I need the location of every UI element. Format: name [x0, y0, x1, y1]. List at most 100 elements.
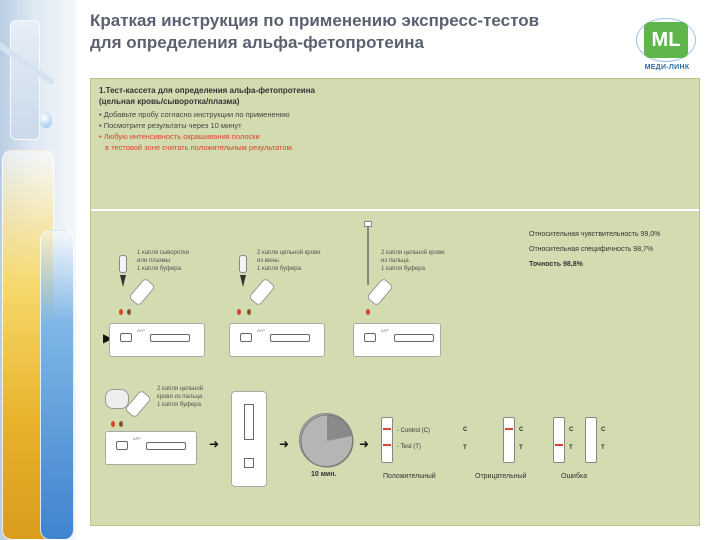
logo-mark: ML: [644, 22, 688, 58]
label-c: C: [569, 427, 574, 433]
cassette-label: AFP: [133, 436, 141, 441]
dropper-icon: [239, 255, 247, 273]
result-positive: Положительный: [383, 473, 436, 480]
sample-drop-icon: [366, 309, 370, 315]
logo-arc: [636, 18, 696, 62]
step4-line-3: 1 капля буфера: [157, 402, 201, 408]
buffer-drop-icon: [247, 309, 251, 315]
buffer-bottle-icon: [366, 277, 394, 307]
blue-flask-image: [40, 230, 74, 540]
label-t: T: [463, 445, 467, 451]
sample-well: [120, 333, 132, 342]
bullet-positive-rule: • Любую интенсивность окрашивания полоск…: [99, 132, 260, 141]
step2-line-1: 2 капли цельной крови: [257, 250, 321, 256]
control-line: [383, 428, 391, 430]
instruction-panel: 1.Тест-кассета для определения альфа-фет…: [90, 78, 700, 526]
test-cassette: AFP: [353, 323, 441, 357]
label-t: T: [569, 445, 573, 451]
vertical-result-window: [244, 404, 254, 440]
step4-line-1: 2 капли цельной: [157, 386, 204, 392]
step1-line-2: или плазмы: [137, 258, 171, 264]
section-title-line-2: (цельная кровь/сыворотка/плазма): [99, 97, 240, 106]
section-title: 1.Тест-кассета для определения альфа-фет…: [99, 85, 315, 107]
buffer-bottle-icon: [128, 277, 156, 307]
finger-icon: [105, 389, 129, 409]
legend-control: - Control (C): [397, 428, 431, 434]
title-line-1: Краткая инструкция по применению экспрес…: [90, 11, 540, 30]
step1-line-1: 1 капля сыворотки: [137, 250, 189, 256]
dropper-tip-icon: [120, 275, 126, 287]
step4-line-2: крови из пальца: [157, 394, 203, 400]
negative-strip: [503, 417, 515, 463]
result-window: [146, 442, 186, 450]
step2-line-2: из вены: [257, 258, 279, 264]
bullet-positive-rule-cont: в тестовой зоне считать положительным ре…: [105, 143, 294, 152]
cassette-label: AFP: [381, 328, 389, 333]
lab-background-image: [0, 0, 76, 540]
step3-line-2: из пальца: [381, 258, 409, 264]
buffer-bottle-icon: [248, 277, 276, 307]
page-title: Краткая инструкция по применению экспрес…: [90, 10, 610, 54]
vertical-cassette: [231, 391, 267, 487]
instruction-text-area: 1.Тест-кассета для определения альфа-фет…: [91, 79, 699, 211]
result-error: Ошибка: [561, 473, 588, 480]
dropper-tip-icon: [240, 275, 246, 287]
vertical-sample-well: [244, 458, 254, 468]
result-window: [150, 334, 190, 342]
result-window: [394, 334, 434, 342]
step3-instructions: 2 капли цельной крови из пальца 1 капля …: [381, 249, 445, 273]
arrow-right-icon: ➜: [359, 437, 370, 451]
buffer-drop-icon: [127, 309, 131, 315]
title-line-2: для определения альфа-фетопротеина: [90, 33, 424, 52]
dropper-icon: [119, 255, 127, 273]
bullet-add-sample: • Добавьте пробу согласно инструкции по …: [99, 110, 290, 119]
sample-drop-icon: [237, 309, 241, 315]
step1-line-3: 1 капля буфера: [137, 266, 181, 272]
error-strip-1: [553, 417, 565, 463]
test-cassette: AFP: [105, 431, 197, 465]
sample-drop-icon: [111, 421, 115, 427]
buffer-drop-icon: [119, 421, 123, 427]
test-line: [555, 444, 563, 446]
step4-instructions: 2 капли цельной крови из пальца 1 капля …: [157, 385, 203, 409]
sample-well: [116, 441, 128, 450]
timer-label: 10 мин.: [311, 471, 337, 478]
positive-strip: [381, 417, 393, 463]
sample-well: [364, 333, 376, 342]
result-window: [270, 334, 310, 342]
sample-well: [240, 333, 252, 342]
timer-icon: [299, 413, 354, 468]
step3-line-3: 1 капля буфера: [381, 266, 425, 272]
logo-name: МЕДИ-ЛИНК: [644, 64, 690, 71]
result-negative: Отрицательный: [475, 473, 527, 480]
capillary-cap-icon: [364, 221, 372, 227]
test-cassette: AFP: [109, 323, 205, 357]
cassette-label: AFP: [137, 328, 145, 333]
instruction-bullets: • Добавьте пробу согласно инструкции по …: [99, 109, 294, 153]
step1-instructions: 1 капля сыворотки или плазмы 1 капля буф…: [137, 249, 189, 273]
arrow-right-icon: ➜: [279, 437, 290, 451]
step2-line-3: 1 капля буфера: [257, 266, 301, 272]
cassette-label: AFP: [257, 328, 265, 333]
stat-accuracy: Точность 98,8%: [529, 261, 583, 268]
timer-dial: [300, 414, 354, 468]
label-t: T: [519, 445, 523, 451]
test-line: [383, 444, 391, 446]
label-t: T: [601, 445, 605, 451]
test-cassette: AFP: [229, 323, 325, 357]
capillary-icon: [367, 225, 369, 285]
label-c: C: [601, 427, 606, 433]
arrow-right-icon: ➜: [209, 437, 220, 451]
step2-instructions: 2 капли цельной крови из вены 1 капля бу…: [257, 249, 321, 273]
accuracy-stats: Относительная чувствительность 99,0% Отн…: [529, 227, 660, 272]
label-c: C: [463, 427, 468, 433]
test-tube-image: [10, 20, 40, 140]
medilink-logo: ML МЕДИ-ЛИНК: [636, 18, 698, 82]
droplet-image: [40, 112, 52, 128]
control-line: [505, 428, 513, 430]
arrow-right-icon: ▶: [103, 331, 113, 345]
sample-drop-icon: [119, 309, 123, 315]
step3-line-1: 2 капли цельной крови: [381, 250, 445, 256]
label-c: C: [519, 427, 524, 433]
stat-sensitivity: Относительная чувствительность 99,0%: [529, 231, 661, 238]
